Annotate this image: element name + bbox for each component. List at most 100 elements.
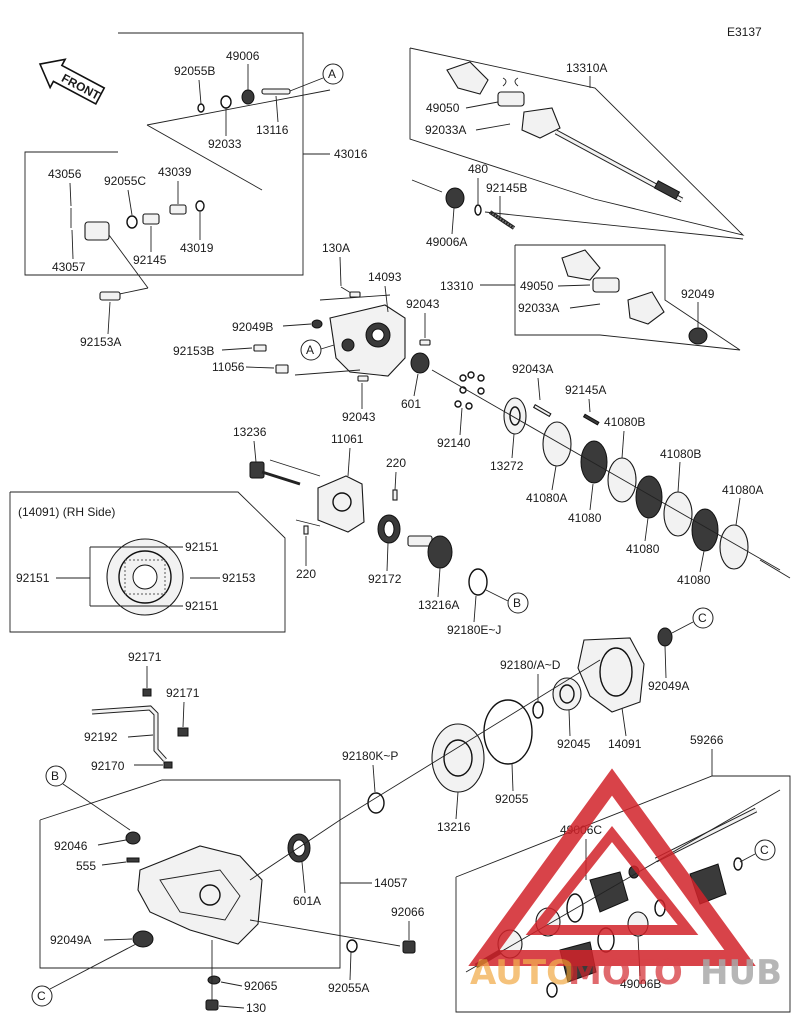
label-92055B: 92055B [174, 64, 215, 78]
label-92151-bottom: 92151 [185, 599, 219, 613]
label-13236: 13236 [233, 425, 267, 439]
gear-case-14057-outline [39, 779, 341, 969]
label-92180E-J: 92180E~J [447, 623, 501, 637]
label-92043-top: 92043 [406, 297, 440, 311]
label-92033: 92033 [208, 137, 242, 151]
label-49006B: 49006B [620, 977, 661, 991]
svg-text:A: A [328, 67, 336, 81]
label-14057: 14057 [374, 876, 408, 890]
label-13272: 13272 [490, 459, 524, 473]
label-601A: 601A [293, 894, 321, 908]
label-92066: 92066 [391, 905, 425, 919]
label-92140: 92140 [437, 436, 471, 450]
label-480: 480 [468, 162, 488, 176]
label-92055C: 92055C [104, 174, 146, 188]
callout-c-case [31, 985, 53, 1007]
label-49050-mid: 49050 [520, 279, 554, 293]
label-92145A: 92145A [565, 383, 606, 397]
label-41080A-b: 41080A [722, 483, 763, 497]
label-130: 130 [246, 1001, 266, 1015]
label-92055: 92055 [495, 792, 529, 806]
cover-11061 [249, 461, 398, 535]
label-92045: 92045 [557, 737, 591, 751]
shaft-13310A-outline [409, 47, 745, 236]
middle-shaft-parts [411, 179, 516, 230]
callout-c-top [692, 607, 714, 629]
label-43019: 43019 [180, 241, 214, 255]
callout-b-top [507, 592, 529, 614]
svg-text:C: C [698, 611, 707, 625]
watermark-text-hub: HUB [700, 953, 782, 993]
label-41080B-b: 41080B [660, 447, 701, 461]
shaft-13310A [446, 61, 684, 203]
label-92151-left: 92151 [16, 571, 50, 585]
label-92192: 92192 [84, 730, 118, 744]
watermark-text-auto: AUTO [470, 953, 575, 993]
label-92153: 92153 [222, 571, 256, 585]
driveshaft-59266-outline [455, 775, 791, 1013]
label-92055A: 92055A [328, 981, 369, 995]
label-92043-bottom: 92043 [342, 410, 376, 424]
watermark-text-moto: MOTO [568, 953, 683, 993]
label-92046: 92046 [54, 839, 88, 853]
svg-text:A: A [306, 343, 314, 357]
label-11056: 11056 [212, 360, 245, 374]
label-92153B: 92153B [173, 344, 214, 358]
label-92033A-top: 92033A [425, 123, 466, 137]
front-arrow-icon: FRONT [38, 58, 106, 105]
label-92049B: 92049B [232, 320, 273, 334]
label-92180K-P: 92180K~P [342, 749, 398, 763]
label-92171-b: 92171 [166, 686, 200, 700]
gear-case-14057 [125, 831, 416, 1011]
label-14093: 14093 [368, 270, 402, 284]
label-92049A-case: 92049A [50, 933, 91, 947]
label-41080A-a: 41080A [526, 491, 567, 505]
svg-text:C: C [760, 843, 769, 857]
pinion-13216A [377, 514, 488, 596]
label-92065: 92065 [244, 979, 278, 993]
label-13216: 13216 [437, 820, 471, 834]
label-220-right: 220 [386, 456, 406, 470]
label-13310A: 13310A [566, 61, 607, 75]
svg-text:B: B [51, 769, 59, 783]
label-130A: 130A [322, 241, 350, 255]
label-92171-a: 92171 [128, 650, 162, 664]
label-92145: 92145 [133, 253, 167, 267]
callout-c-shaft [754, 839, 776, 861]
ring-gear-group [367, 627, 673, 814]
label-92151-top: 92151 [185, 540, 219, 554]
label-92049A-top: 92049A [648, 679, 689, 693]
differential-clutch-pack [454, 371, 749, 570]
svg-text:C: C [37, 989, 46, 1003]
shaft-13310-outline [514, 244, 741, 351]
label-92172: 92172 [368, 572, 402, 586]
label-555: 555 [76, 859, 96, 873]
label-220-left: 220 [296, 567, 316, 581]
label-92049: 92049 [681, 287, 715, 301]
label-43056: 43056 [48, 167, 82, 181]
label-92145B: 92145B [486, 181, 527, 195]
shaft-13310 [561, 249, 708, 345]
svg-text:B: B [513, 596, 521, 610]
label-43057: 43057 [52, 260, 86, 274]
inset-housing-rh [106, 538, 184, 616]
callout-b-case [45, 765, 67, 787]
label-13216A: 13216A [418, 598, 459, 612]
upper-small-parts [70, 88, 331, 301]
inset-title: (14091) (RH Side) [18, 505, 115, 519]
label-43016: 43016 [334, 147, 368, 161]
label-41080B-a: 41080B [604, 415, 645, 429]
label-92170: 92170 [91, 759, 125, 773]
label-13116: 13116 [256, 123, 289, 137]
callout-a-housing [300, 339, 322, 361]
breather-hose [91, 688, 189, 769]
label-92180A-D: 92180/A~D [500, 658, 561, 672]
label-49050-top: 49050 [426, 101, 460, 115]
watermark-logo: AUTO MOTO HUB [468, 768, 782, 993]
label-601: 601 [401, 397, 421, 411]
label-41080-c: 41080 [677, 573, 711, 587]
diagram-code: E3137 [727, 25, 762, 39]
label-14091: 14091 [608, 737, 642, 751]
label-59266: 59266 [690, 733, 724, 747]
